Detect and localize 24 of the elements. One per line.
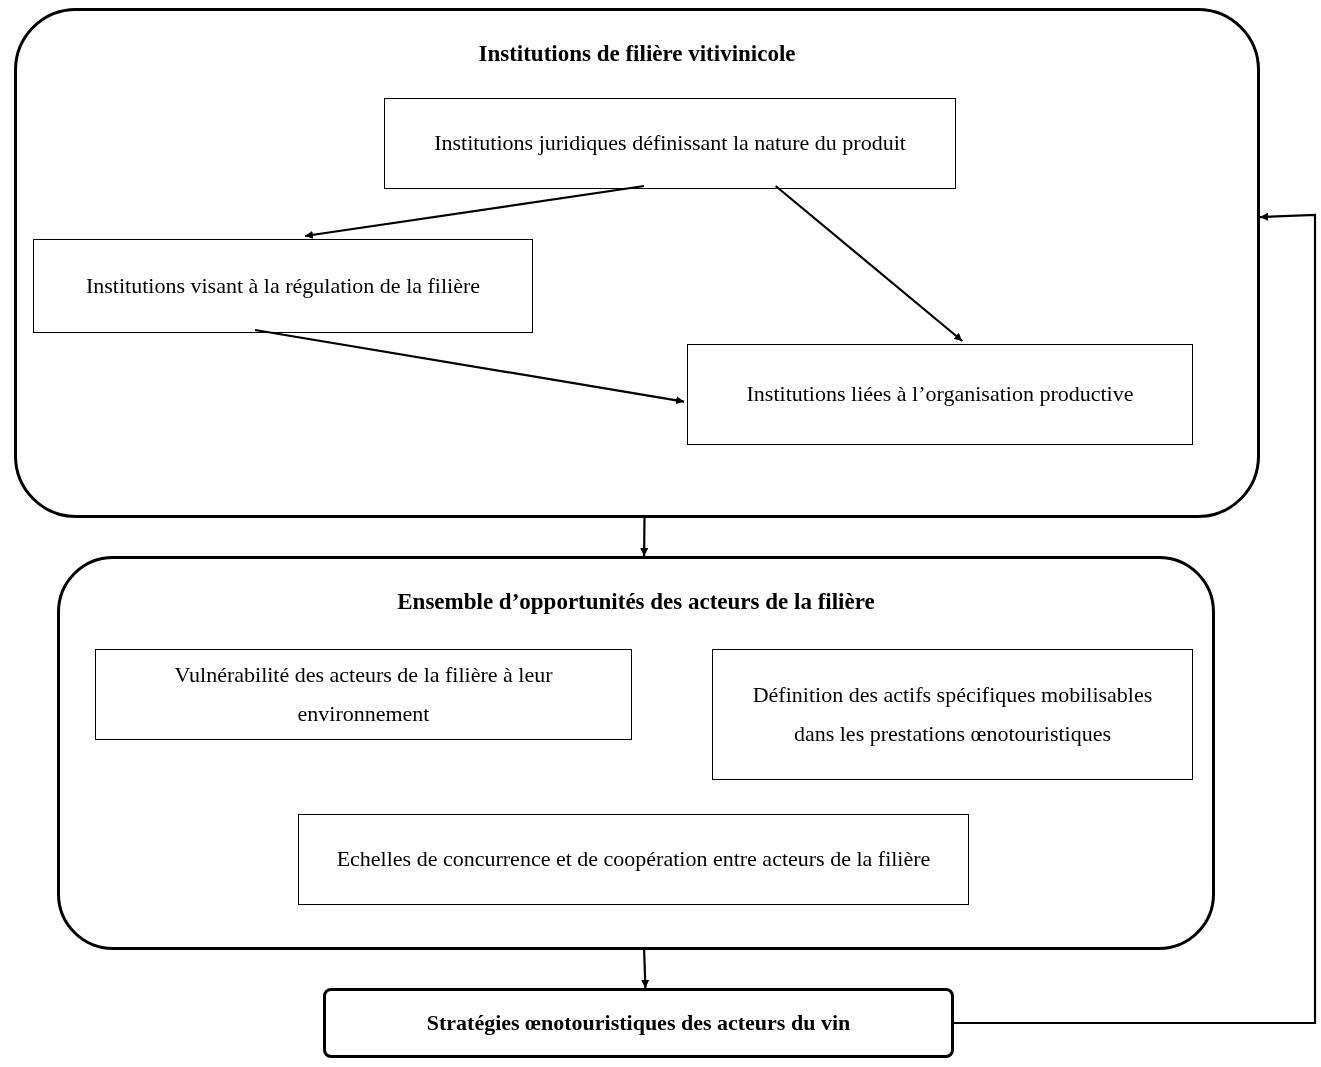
box-text: Vulnérabilité des acteurs de la filière à leur environnement [173,661,554,728]
box-text: Institutions juridiques définissant la nature du produit [434,129,906,158]
process-box [33,239,533,333]
group-box [14,8,1260,518]
arrow [254,328,685,405]
arrow [304,184,645,239]
group-box [57,556,1215,950]
box-text: Echelles de concurrence et de coopération entre acteurs de la filière [336,845,931,874]
process-box [323,988,954,1058]
box-text: Stratégies œnotouristiques des acteurs du vin [426,1008,851,1037]
process-box [687,344,1193,445]
box-text: Définition des actifs spécifiques mobilisables dans les prestations œnotouristiques [751,681,1154,748]
group-heading: Ensemble d’opportunités des acteurs de la filière [397,588,875,616]
arrow [954,212,1317,1025]
process-box [298,814,969,905]
process-box [384,98,956,189]
arrow [640,518,649,556]
box-text: Institutions liées à l’organisation productive [746,380,1134,409]
box-text: Institutions visant à la régulation de la filière [85,271,481,300]
process-box [712,649,1193,780]
arrow [641,949,650,989]
process-box [95,649,632,740]
arrow [774,185,963,342]
group-heading: Institutions de filière vitivinicole [478,40,796,68]
